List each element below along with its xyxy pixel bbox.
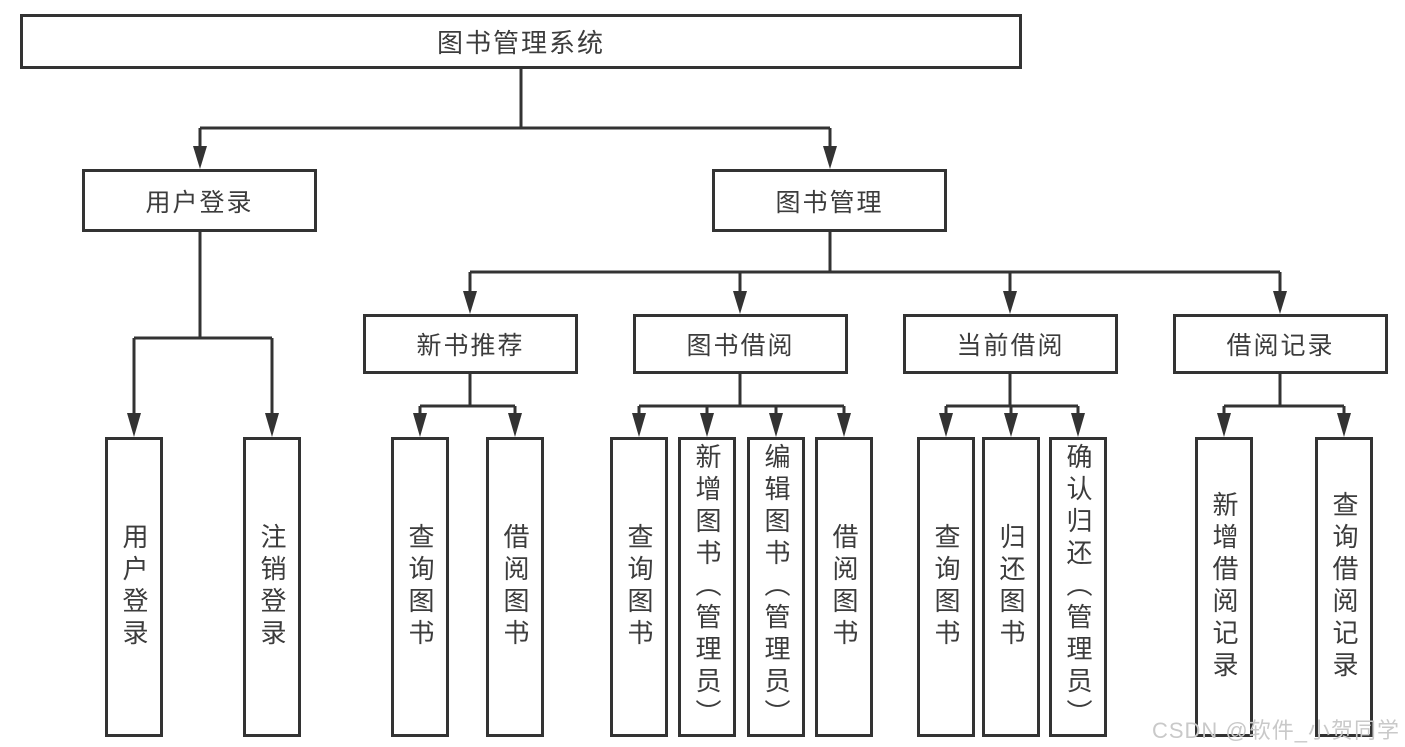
node-book-management: 图书管理 [712, 169, 947, 232]
node-user-login: 用户登录 [82, 169, 317, 232]
arrowhead [1337, 413, 1351, 437]
arrowhead [837, 413, 851, 437]
arrowhead [1071, 413, 1085, 437]
leaf-logout: 注销登录 [243, 437, 301, 737]
connector-current-borrow-branch [939, 373, 1085, 437]
arrowhead [193, 146, 207, 169]
arrowhead [1003, 291, 1017, 314]
leaf-borrow-add-books-admin: 新增图书（管理员） [678, 437, 736, 737]
arrowhead [265, 413, 279, 437]
leaf-current-confirm-return-admin: 确认归还（管理员） [1049, 437, 1107, 737]
arrowhead [413, 413, 427, 437]
leaf-newbooks-borrow-books: 借阅图书 [486, 437, 544, 737]
arrowhead [733, 291, 747, 314]
node-root-system: 图书管理系统 [20, 14, 1022, 69]
leaf-current-query-books: 查询图书 [917, 437, 975, 737]
node-new-book-recommend: 新书推荐 [363, 314, 578, 374]
arrowhead [508, 413, 522, 437]
node-current-borrow: 当前借阅 [903, 314, 1118, 374]
connector-user-login-branch [127, 232, 279, 437]
leaf-newbooks-query-books: 查询图书 [391, 437, 449, 737]
arrowhead [823, 146, 837, 169]
connector-root-branch [193, 68, 837, 169]
node-borrow-records: 借阅记录 [1173, 314, 1388, 374]
arrowhead [939, 413, 953, 437]
node-book-borrow: 图书借阅 [633, 314, 848, 374]
leaf-borrow-borrow-books: 借阅图书 [815, 437, 873, 737]
connector-new-books-branch [413, 373, 522, 437]
connector-book-mgmt-branch [463, 232, 1287, 314]
arrowhead [700, 413, 714, 437]
arrowhead [769, 413, 783, 437]
leaf-current-return-books: 归还图书 [982, 437, 1040, 737]
leaf-borrow-query-books: 查询图书 [610, 437, 668, 737]
csdn-watermark: CSDN @软件_小贺同学 [1151, 718, 1400, 743]
arrowhead [1004, 413, 1018, 437]
arrowhead [632, 413, 646, 437]
connector-borrow-records-branch [1217, 373, 1351, 437]
connector-book-borrow-branch [632, 373, 851, 437]
leaf-borrow-edit-books-admin: 编辑图书（管理员） [747, 437, 805, 737]
arrowhead [1217, 413, 1231, 437]
leaf-records-add-record: 新增借阅记录 [1195, 437, 1253, 737]
leaf-user-login: 用户登录 [105, 437, 163, 737]
arrowhead [127, 413, 141, 437]
arrowhead [1273, 291, 1287, 314]
arrowhead [463, 291, 477, 314]
leaf-records-query-record: 查询借阅记录 [1315, 437, 1373, 737]
